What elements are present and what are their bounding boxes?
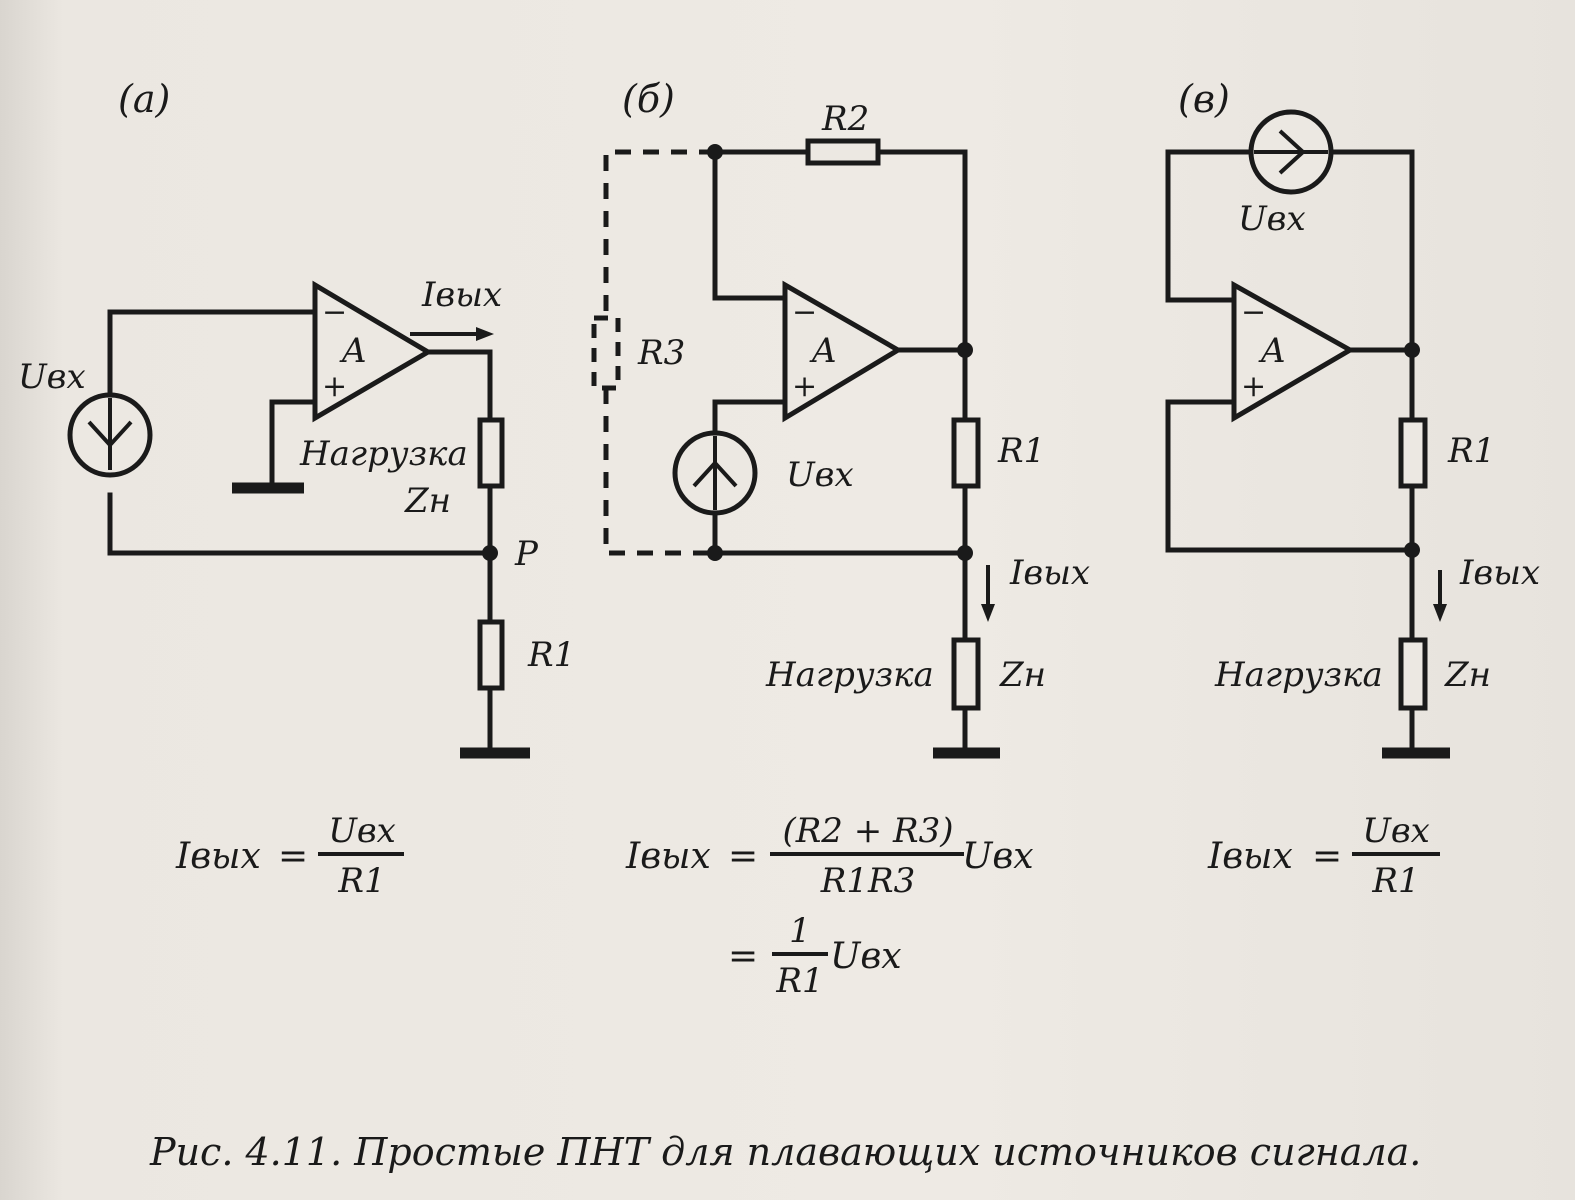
panel-c-current-arrow bbox=[1433, 570, 1447, 622]
panel-b-wire-noninv bbox=[712, 399, 788, 436]
panel-b-r1-resistor bbox=[951, 417, 981, 489]
panel-a-load-title: Нагрузка bbox=[299, 434, 468, 474]
formula-a-eq: = bbox=[278, 836, 308, 877]
formula-c: Iвых = Uвх R1 bbox=[1207, 811, 1440, 901]
panel-c-load-label: Zн bbox=[1444, 655, 1491, 695]
panel-a-minus: − bbox=[322, 295, 347, 330]
panel-b: (б) − + A bbox=[591, 77, 1090, 759]
panel-c-amp-label: A bbox=[1258, 331, 1286, 371]
formula-b-eq2: = bbox=[728, 936, 758, 977]
panel-b-minus: − bbox=[792, 295, 817, 330]
formula-c-numerator: Uвх bbox=[1362, 811, 1430, 851]
formula-b-denominator: R1R3 bbox=[820, 861, 915, 901]
panel-b-r1-label: R1 bbox=[997, 431, 1045, 471]
panel-b-r3-label: R3 bbox=[637, 333, 685, 373]
formula-b-numerator2: 1 bbox=[789, 911, 811, 951]
panel-b-r2-label: R2 bbox=[821, 99, 869, 139]
panel-a-plus: + bbox=[322, 369, 347, 404]
panel-b-current-source bbox=[672, 430, 758, 516]
panel-b-load-resistor bbox=[951, 637, 981, 711]
formula-b-suffix: Uвх bbox=[962, 836, 1034, 877]
panel-c-source-label: Uвх bbox=[1238, 199, 1306, 239]
panel-a-wire-input bbox=[107, 309, 318, 423]
panel-b-source-label: Uвх bbox=[786, 455, 854, 495]
panel-c-tag: (в) bbox=[1178, 77, 1230, 121]
panel-a: (а) − + A Iвых Uвх Нагрузк bbox=[18, 77, 575, 759]
formula-b-lhs: Iвых bbox=[625, 836, 711, 877]
panel-c: (в) − + A Uвх R1 bbox=[1165, 77, 1540, 759]
formula-c-eq: = bbox=[1312, 836, 1342, 877]
panel-a-opamp bbox=[312, 280, 433, 423]
panel-c-wire-top-right bbox=[1327, 149, 1415, 423]
panel-a-source-label: Uвх bbox=[18, 357, 86, 397]
panel-a-r1-label: R1 bbox=[527, 635, 575, 675]
panel-c-wire-top-left bbox=[1165, 149, 1255, 303]
panel-a-wire-output bbox=[425, 349, 493, 423]
panel-b-current-label: Iвых bbox=[1009, 553, 1090, 593]
panel-c-current-source bbox=[1248, 109, 1334, 195]
formula-a: Iвых = Uвх R1 bbox=[175, 811, 404, 901]
panel-c-wire-noninv bbox=[1165, 399, 1415, 553]
panel-c-load-title: Нагрузка bbox=[1214, 655, 1383, 695]
formula-c-lhs: Iвых bbox=[1207, 836, 1293, 877]
formula-b-eq: = bbox=[728, 836, 758, 877]
panel-c-r1-label: R1 bbox=[1447, 431, 1495, 471]
panel-b-wire-inverting bbox=[712, 149, 788, 301]
figure-caption: Рис. 4.11. Простые ПНТ для плавающих ист… bbox=[149, 1130, 1421, 1174]
panel-b-r3-wire-top bbox=[603, 149, 715, 318]
panel-b-opamp bbox=[782, 280, 903, 423]
formula-c-denominator: R1 bbox=[1371, 861, 1419, 901]
panel-b-r3-wire-bottom bbox=[603, 388, 715, 556]
formula-b-suffix2: Uвх bbox=[830, 936, 902, 977]
panel-c-r1-resistor bbox=[1398, 417, 1428, 489]
panel-a-current-source bbox=[67, 392, 153, 478]
panel-a-tag: (а) bbox=[118, 77, 170, 121]
panel-b-tag: (б) bbox=[622, 77, 675, 121]
panel-a-load-label: Zн bbox=[404, 481, 451, 521]
panel-a-node-p bbox=[482, 545, 498, 561]
panel-b-r3-resistor bbox=[591, 315, 621, 391]
panel-b-load-title: Нагрузка bbox=[765, 655, 934, 695]
panel-b-amp-label: A bbox=[809, 331, 837, 371]
panel-a-amp-label: A bbox=[339, 331, 367, 371]
formula-b-denominator2: R1 bbox=[775, 961, 823, 1001]
panel-b-r2-resistor bbox=[805, 138, 881, 166]
panel-c-current-label: Iвых bbox=[1459, 553, 1540, 593]
panel-b-node-bottom-right bbox=[957, 545, 973, 561]
panel-a-current-arrow bbox=[410, 327, 494, 341]
panel-a-r1-resistor bbox=[477, 619, 505, 691]
panel-a-node-label: P bbox=[514, 534, 539, 574]
panel-a-wire-ground bbox=[269, 399, 318, 491]
panel-b-node-bottom-left bbox=[707, 545, 723, 561]
formula-a-denominator: R1 bbox=[337, 861, 385, 901]
formula-a-numerator: Uвх bbox=[328, 811, 396, 851]
panel-a-current-label: Iвых bbox=[421, 275, 502, 315]
panel-c-opamp bbox=[1231, 280, 1356, 423]
panel-a-wire-return bbox=[107, 492, 493, 556]
panel-b-node-out bbox=[957, 342, 973, 358]
panel-b-plus: + bbox=[792, 369, 817, 404]
formula-b-numerator: (R2 + R3) bbox=[782, 811, 953, 851]
panel-a-load-resistor bbox=[477, 417, 505, 489]
panel-c-node-bottom bbox=[1404, 542, 1420, 558]
panel-c-node-out bbox=[1404, 342, 1420, 358]
panel-c-plus: + bbox=[1241, 369, 1266, 404]
panel-c-load-resistor bbox=[1398, 637, 1428, 711]
panel-c-minus: − bbox=[1241, 295, 1266, 330]
panel-b-wire-r2-right bbox=[875, 149, 968, 423]
panel-b-load-label: Zн bbox=[999, 655, 1046, 695]
formula-a-lhs: Iвых bbox=[175, 836, 261, 877]
formula-b: Iвых = (R2 + R3) R1R3 Uвх = 1 R1 Uвх bbox=[625, 811, 1034, 1001]
panel-b-current-arrow bbox=[981, 565, 995, 622]
